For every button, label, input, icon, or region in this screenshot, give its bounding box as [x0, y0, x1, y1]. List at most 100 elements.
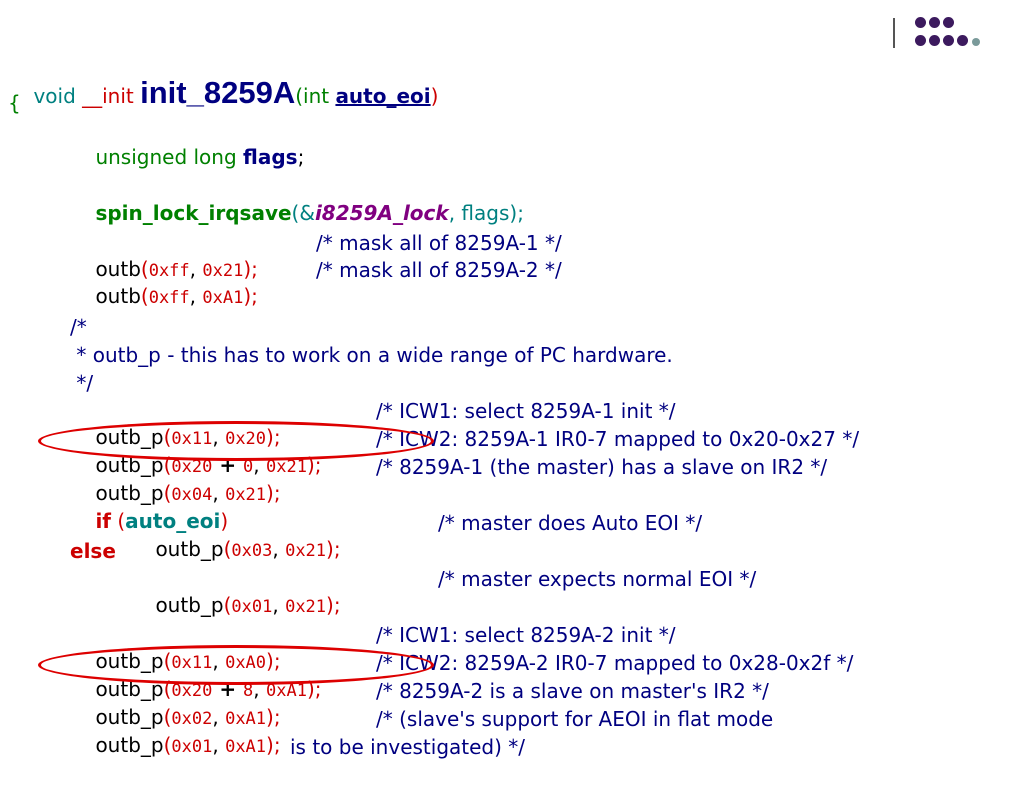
- keyword-if: if: [95, 509, 111, 533]
- keyword-void: void: [33, 84, 83, 108]
- comment-aeoi-2: is to be investigated) */: [290, 735, 526, 759]
- paren: ): [220, 509, 229, 533]
- comma: ,: [253, 677, 267, 701]
- fn-outb-p: outb_p: [155, 593, 224, 617]
- fn-outb: outb: [95, 257, 141, 281]
- param-close: ): [430, 84, 439, 108]
- comma: ,: [212, 705, 226, 729]
- literal: 0xA1: [225, 709, 267, 729]
- annotation-ellipse: [38, 421, 434, 461]
- paren: (: [223, 537, 232, 561]
- literal: 0x03: [231, 541, 273, 561]
- literal: 0x20: [171, 681, 213, 701]
- paren: (: [111, 509, 126, 533]
- fn-outb-p: outb_p: [95, 481, 164, 505]
- outb-p-normal-eoi: outb_p(0x01, 0x21);: [130, 566, 341, 646]
- decl-var: flags: [243, 145, 298, 169]
- comment-icw2-slave: /* ICW2: 8259A-2 IR0-7 mapped to 0x28-0x…: [376, 651, 854, 675]
- paren: );: [243, 257, 258, 281]
- comment-mask2: /* mask all of 8259A-2 */: [316, 258, 562, 282]
- spin-lock-var: i8259A_lock: [314, 201, 449, 225]
- paren: );: [326, 537, 341, 561]
- paren: (: [163, 677, 172, 701]
- paren: (: [163, 453, 172, 477]
- comment-mask1: /* mask all of 8259A-1 */: [316, 231, 562, 255]
- decl-line: unsigned long flags;: [70, 118, 304, 196]
- comment-aeoi-1: /* (slave's support for AEOI in flat mod…: [376, 707, 774, 731]
- outb-p-auto-eoi: outb_p(0x03, 0x21);: [130, 510, 341, 590]
- literal: 0xff: [148, 288, 190, 308]
- fn-outb-p: outb_p: [95, 705, 164, 729]
- paren: (: [140, 257, 149, 281]
- literal: 0x21: [225, 485, 267, 505]
- paren: (: [223, 593, 232, 617]
- if-line: if (auto_eoi): [70, 482, 228, 560]
- literal: 0x21: [266, 457, 307, 477]
- param-name: auto_eoi: [335, 84, 431, 108]
- keyword-else: else: [70, 539, 116, 563]
- comma: ,: [272, 593, 286, 617]
- comment-master-slave: /* 8259A-1 (the master) has a slave on I…: [376, 455, 828, 479]
- paren: );: [266, 705, 281, 729]
- function-signature: void __init init_8259A(int auto_eoi): [8, 54, 438, 135]
- annotation-ellipse: [38, 645, 434, 685]
- keyword-init: __init: [82, 84, 141, 108]
- literal: 0x02: [171, 709, 213, 729]
- literal: 0xA1: [225, 737, 267, 757]
- paren: );: [266, 481, 281, 505]
- outb-p-icw3-slave: outb_p(0x02, 0xA1);: [70, 678, 281, 758]
- literal: 0x21: [285, 597, 327, 617]
- fn-outb-p: outb_p: [95, 733, 164, 757]
- paren: (: [163, 733, 172, 757]
- literal: 0xA1: [202, 288, 244, 308]
- paren: );: [243, 284, 258, 308]
- literal: 8: [243, 681, 254, 701]
- comma: ,: [189, 284, 203, 308]
- literal: 0x21: [285, 541, 327, 561]
- literal: 0: [243, 457, 254, 477]
- comment-icw1-slave: /* ICW1: select 8259A-2 init */: [376, 623, 676, 647]
- spin-lock-line: spin_lock_irqsave(&i8259A_lock, flags);: [70, 174, 524, 252]
- fn-outb-p: outb_p: [155, 537, 224, 561]
- comma: ,: [189, 257, 203, 281]
- slide-logo-icon: [915, 17, 995, 53]
- decl-semi: ;: [297, 145, 305, 169]
- literal: 0x04: [171, 485, 213, 505]
- comment-close: */: [70, 371, 94, 395]
- paren: );: [266, 733, 281, 757]
- comment-slave-ir2: /* 8259A-2 is a slave on master's IR2 */: [376, 679, 769, 703]
- paren: );: [326, 593, 341, 617]
- paren: (: [163, 481, 172, 505]
- literal: 0x01: [171, 737, 213, 757]
- literal: 0x20: [171, 457, 213, 477]
- spin-open: (&: [291, 201, 315, 225]
- decl-type: unsigned long: [95, 145, 244, 169]
- comment-auto-eoi: /* master does Auto EOI */: [438, 511, 703, 535]
- literal: 0xff: [148, 261, 190, 281]
- paren: (: [140, 284, 149, 308]
- comma: ,: [253, 453, 267, 477]
- literal: 0x21: [202, 261, 244, 281]
- if-condition: auto_eoi: [125, 509, 221, 533]
- comment-icw2-master: /* ICW2: 8259A-1 IR0-7 mapped to 0x20-0x…: [376, 427, 860, 451]
- literal: 0x01: [231, 597, 273, 617]
- spin-rest: , flags);: [448, 201, 524, 225]
- fn-outb: outb: [95, 284, 141, 308]
- comment-middle: * outb_p - this has to work on a wide ra…: [70, 343, 673, 367]
- outb-p-icw3-master: outb_p(0x04, 0x21);: [70, 454, 281, 534]
- comma: ,: [272, 537, 286, 561]
- outb-p-icw4-slave: outb_p(0x01, 0xA1);: [70, 706, 281, 786]
- comma: ,: [212, 733, 226, 757]
- comma: ,: [212, 481, 226, 505]
- function-name: init_8259A: [140, 75, 296, 110]
- paren: (: [163, 705, 172, 729]
- comment-icw1-master: /* ICW1: select 8259A-1 init */: [376, 399, 676, 423]
- open-brace: {: [8, 91, 21, 115]
- literal: 0xA1: [266, 681, 307, 701]
- outb-mask2-line: outb(0xff, 0xA1);: [70, 257, 258, 337]
- comment-open: /*: [70, 315, 87, 339]
- comment-normal-eoi: /* master expects normal EOI */: [438, 567, 757, 591]
- param-open: (int: [295, 84, 336, 108]
- logo-divider: [893, 18, 895, 48]
- outb-mask1-line: outb(0xff, 0x21);: [70, 230, 258, 310]
